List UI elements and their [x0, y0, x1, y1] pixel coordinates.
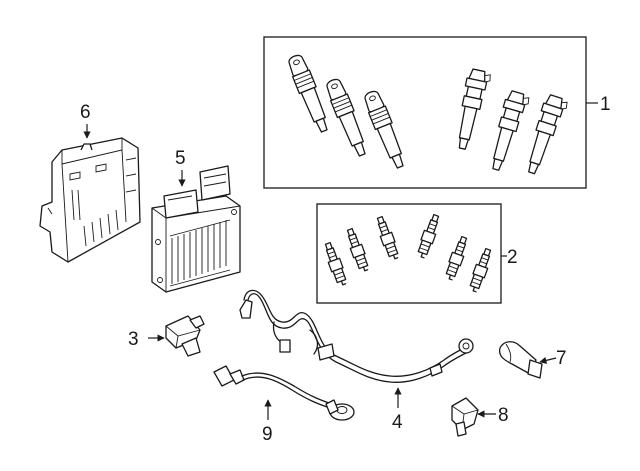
callout-4: 4: [392, 412, 403, 433]
spark-plug-box: [316, 203, 502, 304]
callout-7-leader: [539, 356, 557, 364]
spark-plug: [373, 214, 402, 262]
spark-plug-group: 2: [316, 203, 518, 304]
sensor-3: 3: [128, 315, 205, 357]
callout-9: 9: [262, 424, 273, 445]
module-bracket: 6: [39, 102, 141, 263]
spark-plug: [343, 226, 372, 274]
ignition-coil: [521, 92, 570, 178]
ignition-coil: [285, 52, 334, 135]
callout-2: 2: [507, 247, 518, 268]
ignition-coil-group: 1: [263, 36, 611, 189]
ignition-coil: [323, 76, 372, 159]
ignition-coil: [451, 67, 493, 152]
callout-8: 8: [498, 405, 509, 426]
spark-plug: [466, 246, 495, 294]
callout-7: 7: [556, 348, 567, 369]
spark-plug: [414, 212, 443, 260]
callout-6: 6: [80, 102, 91, 123]
knock-sensor: 9: [213, 365, 355, 445]
engine-control-module: 5: [151, 148, 241, 293]
ignition-coil: [361, 88, 410, 171]
sensor-7: 7: [498, 341, 567, 379]
spark-plug: [442, 234, 471, 282]
callout-3: 3: [128, 329, 139, 350]
spark-plug: [321, 240, 350, 288]
sensor-8: 8: [451, 397, 509, 437]
wiring-harness: 4: [239, 289, 474, 433]
ignition-coil: [485, 89, 532, 174]
callout-5: 5: [175, 148, 186, 169]
callout-1: 1: [600, 94, 611, 115]
ignition-coil-box: [263, 36, 587, 189]
